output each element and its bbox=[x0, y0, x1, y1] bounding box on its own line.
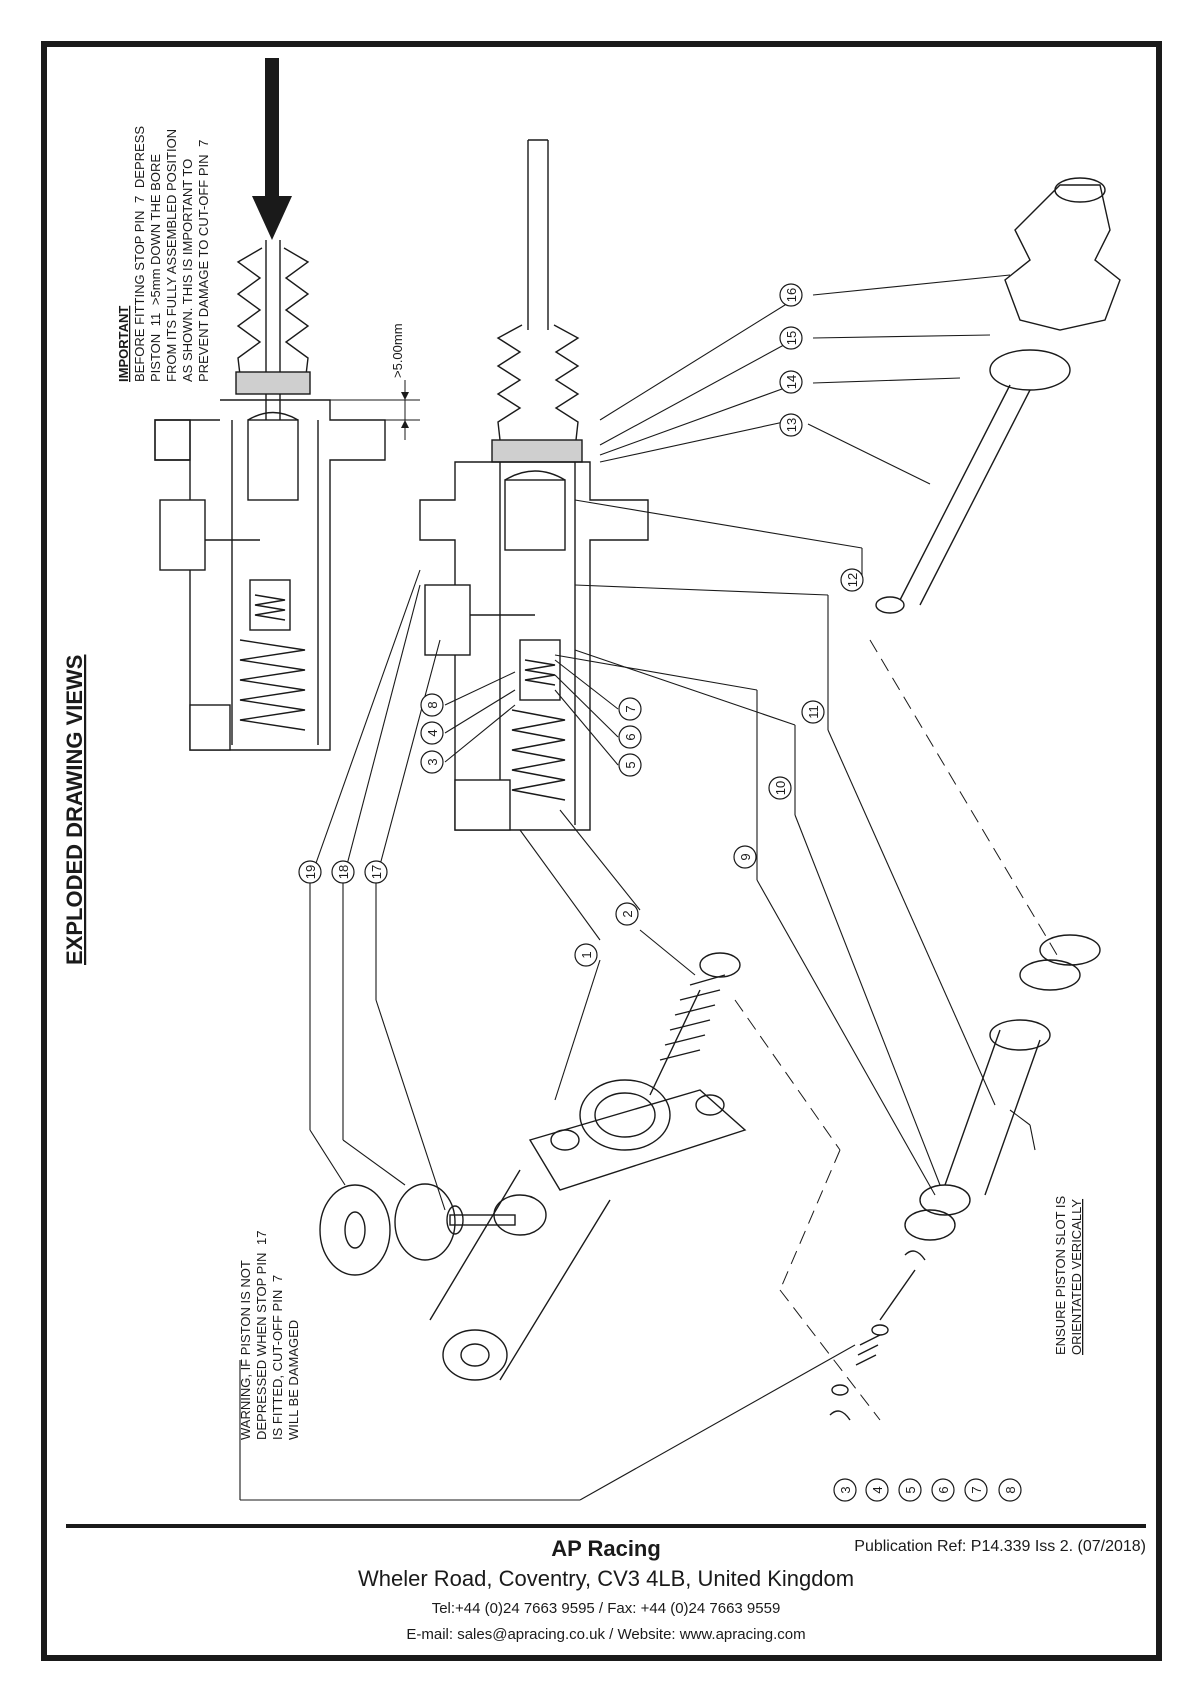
important-line5-ref: 7 bbox=[196, 140, 211, 147]
callout-bottom-6: 6 bbox=[936, 1486, 951, 1493]
slot-line1: ENSURE PISTON SLOT IS bbox=[1053, 1195, 1068, 1355]
callout-11: 11 bbox=[806, 705, 821, 719]
callout-1: 1 bbox=[579, 951, 594, 958]
warning-line2-ref: 17 bbox=[254, 1231, 269, 1245]
company-name: AP Racing bbox=[551, 1536, 661, 1561]
callout-bottom-4: 4 bbox=[870, 1486, 885, 1493]
callout-16: 16 bbox=[784, 288, 799, 302]
callout-15: 15 bbox=[784, 331, 799, 345]
important-line1-ref: 7 bbox=[132, 196, 147, 203]
important-line1a: BEFORE FITTING STOP PIN bbox=[132, 211, 147, 382]
important-line2-ref: 11 bbox=[148, 313, 163, 327]
important-line4: AS SHOWN. THIS IS IMPORTANT TO bbox=[180, 159, 195, 382]
callout-section-6: 6 bbox=[623, 733, 638, 740]
callout-bottom-7: 7 bbox=[969, 1486, 984, 1493]
callout-14: 14 bbox=[784, 375, 799, 389]
callout-section-4: 4 bbox=[425, 729, 440, 736]
callout-numbers: 1 2 9 10 11 12 13 14 15 16 17 18 19 8 4 … bbox=[303, 288, 1018, 1494]
callout-12: 12 bbox=[845, 573, 860, 587]
callout-10: 10 bbox=[773, 781, 788, 795]
important-line1b: DEPRESS bbox=[132, 126, 147, 188]
warning-line3-ref: 7 bbox=[270, 1275, 285, 1282]
footer: AP Racing Publication Ref: P14.339 Iss 2… bbox=[66, 1526, 1146, 1646]
svg-text:IS FITTED, CUT-OFF PIN 7: IS FITTED, CUT-OFF PIN 7 bbox=[270, 1275, 285, 1440]
important-line2b: >5mm DOWN THE BORE bbox=[148, 154, 163, 305]
warning-line1: WARNING, IF PISTON IS NOT bbox=[238, 1260, 253, 1440]
body-outline-middle bbox=[419, 461, 649, 831]
warning-line2a: DEPRESSED WHEN STOP PIN bbox=[254, 1253, 269, 1440]
callout-9: 9 bbox=[738, 853, 753, 860]
slot-note: ENSURE PISTON SLOT IS ORIENTATED VERICAL… bbox=[1053, 1195, 1084, 1355]
return-spring-top bbox=[239, 639, 306, 731]
callout-section-7: 7 bbox=[623, 705, 638, 712]
spring-iso bbox=[649, 974, 726, 1096]
callout-circles bbox=[298, 283, 1022, 1502]
drawing-title: EXPLODED DRAWING VIEWS bbox=[62, 655, 87, 965]
force-arrow-shaft bbox=[265, 58, 279, 198]
svg-text:DEPRESSED WHEN STOP PIN: DEPRESSED WHEN STOP PIN 17 bbox=[254, 1231, 269, 1440]
leader-lines bbox=[239, 274, 1036, 1501]
callout-13: 13 bbox=[784, 418, 799, 432]
important-note: IMPORTANT BEFORE FITTING STOP PIN 7 DEPR… bbox=[116, 126, 211, 382]
important-heading: IMPORTANT bbox=[116, 306, 131, 382]
important-line2a: PISTON bbox=[148, 334, 163, 382]
svg-text:PISTON 11 >5mm DOW: PISTON 11 >5mm DOWN THE BORE bbox=[148, 154, 163, 382]
callout-section-5: 5 bbox=[623, 761, 638, 768]
callout-2: 2 bbox=[620, 910, 635, 917]
dust-boot-top bbox=[236, 247, 310, 376]
important-line3: FROM ITS FULLY ASSEMBLED POSITION bbox=[164, 129, 179, 382]
sheet-frame bbox=[41, 41, 1162, 1661]
callout-bottom-8: 8 bbox=[1003, 1486, 1018, 1493]
tel-fax: Tel:+44 (0)24 7663 9595 / Fax: +44 (0)24… bbox=[431, 1600, 781, 1617]
warning-note: WARNING, IF PISTON IS NOT DEPRESSED WHEN… bbox=[238, 1231, 301, 1440]
svg-text:BEFORE FITTING STOP PIN: BEFORE FITTING STOP PIN 7 DEPRESS bbox=[132, 126, 147, 382]
force-arrow-head bbox=[252, 196, 292, 240]
callout-section-3: 3 bbox=[425, 758, 440, 765]
section-view-top bbox=[154, 58, 420, 751]
callout-bottom-3: 3 bbox=[838, 1486, 853, 1493]
warning-line3a: IS FITTED, CUT-OFF PIN bbox=[270, 1290, 285, 1440]
callout-bottom-5: 5 bbox=[903, 1486, 918, 1493]
iso-body bbox=[319, 177, 1121, 1421]
boot-iso bbox=[1004, 184, 1121, 331]
dimension-label: >5.00mm bbox=[390, 323, 405, 378]
return-spring-middle bbox=[511, 709, 566, 801]
callout-19: 19 bbox=[303, 865, 318, 879]
section-view-middle bbox=[419, 139, 649, 831]
publication-ref: Publication Ref: P14.339 Iss 2. (07/2018… bbox=[854, 1538, 1146, 1555]
callout-18: 18 bbox=[336, 865, 351, 879]
assembly-centerlines bbox=[734, 639, 1061, 1421]
slot-line2: ORIENTATED VERICALLY bbox=[1069, 1199, 1084, 1355]
company-address: Wheler Road, Coventry, CV3 4LB, United K… bbox=[357, 1566, 855, 1591]
important-line5a: PREVENT DAMAGE TO CUT-OFF PIN bbox=[196, 154, 211, 382]
callout-17: 17 bbox=[369, 865, 384, 879]
email-website: E-mail: sales@apracing.co.uk / Website: … bbox=[406, 1626, 806, 1643]
svg-text:PREVENT DAMAGE TO CUT-OFF PIN: PREVENT DAMAGE TO CUT-OFF PIN 7 bbox=[196, 140, 211, 382]
dust-boot-middle bbox=[496, 324, 580, 441]
warning-line4: WILL BE DAMAGED bbox=[286, 1320, 301, 1440]
callout-section-8: 8 bbox=[425, 701, 440, 708]
